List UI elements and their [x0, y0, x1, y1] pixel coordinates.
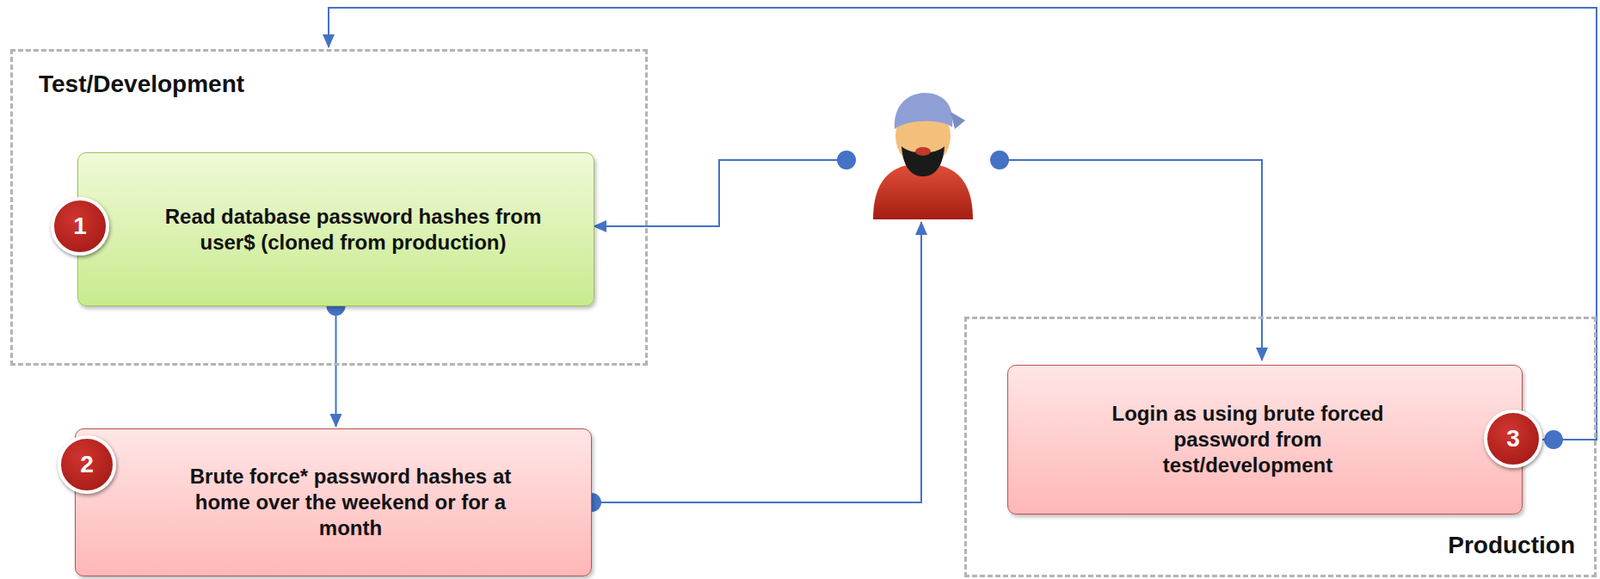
connector-arrow [335, 306, 338, 427]
line-dot [990, 150, 1010, 170]
attack-line [999, 160, 1262, 361]
line-dot [1544, 430, 1564, 450]
attack-line [593, 160, 847, 227]
box-text: Read database password hashes from user$… [164, 203, 543, 256]
process-box: Read database password hashes from user$… [77, 152, 595, 307]
callout-number: 2 [57, 435, 117, 494]
group-region: Test/DevelopmentRead database password h… [10, 49, 648, 366]
line-dot [836, 150, 856, 170]
callout-number: 3 [1483, 409, 1543, 468]
attack-line [591, 221, 922, 503]
attacker-icon [873, 92, 973, 220]
process-box: Brute force* password hashes at home ove… [74, 428, 592, 577]
process-box: Login as using brute forced password fro… [1007, 364, 1523, 515]
box-text: Brute force* password hashes at home ove… [161, 463, 541, 542]
box-text: Login as using brute forced password fro… [1106, 400, 1391, 479]
group-heading: Test/Development [38, 70, 245, 99]
callout-number: 1 [50, 196, 110, 256]
edge-group [326, 296, 346, 427]
group-heading: Production [1447, 531, 1576, 560]
